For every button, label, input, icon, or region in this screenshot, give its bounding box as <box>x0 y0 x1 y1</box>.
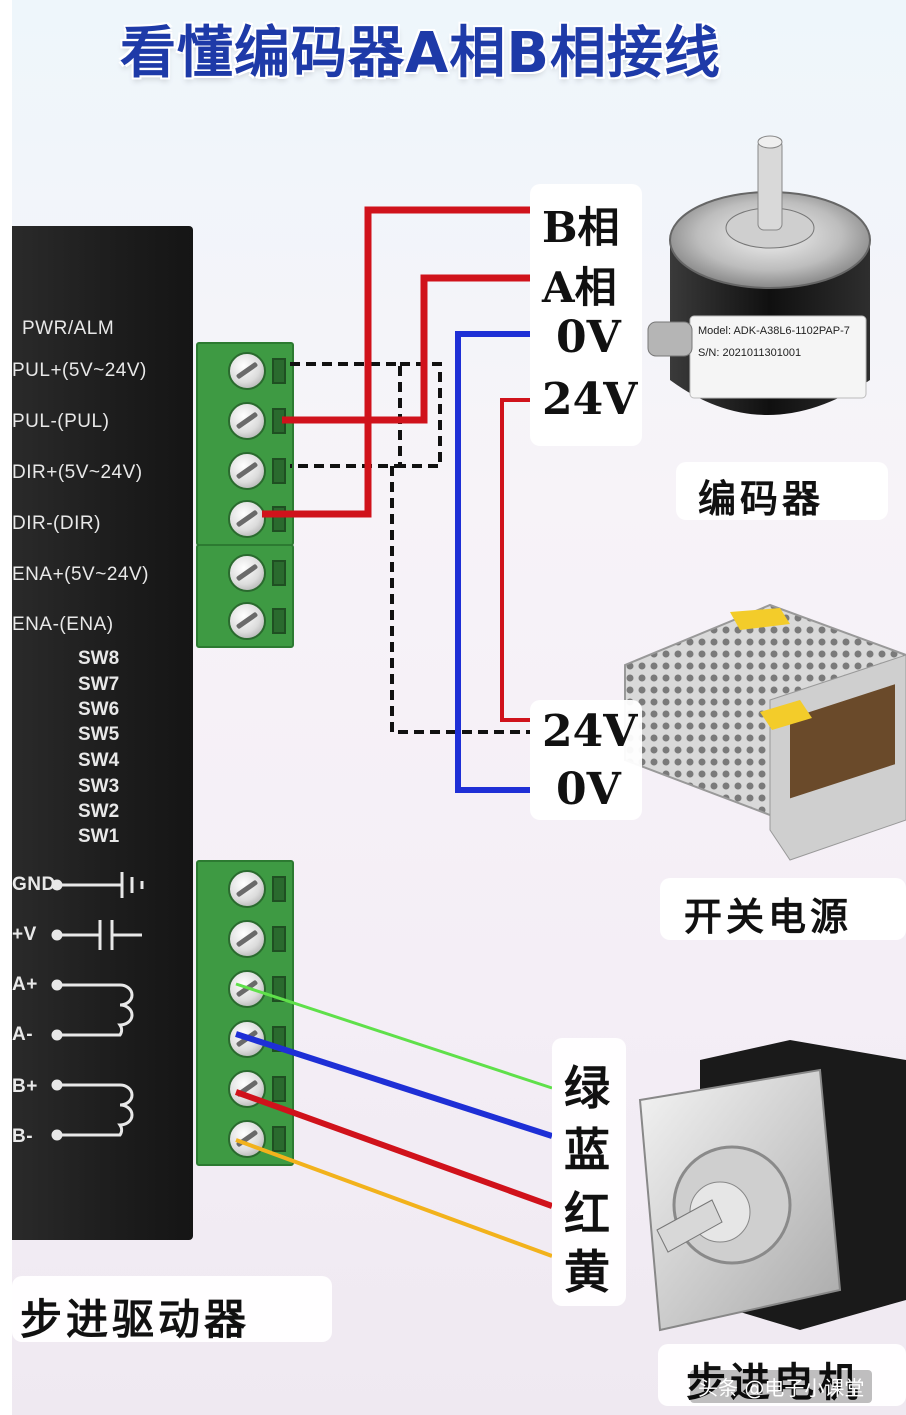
terminal-slot <box>272 358 286 384</box>
screw-icon <box>228 554 266 592</box>
terminal-slot <box>272 560 286 586</box>
terminal-slot <box>272 458 286 484</box>
encoder-serial-text: S/N: 2021011301001 <box>698 347 801 359</box>
label-a-plus: A+ <box>12 974 38 995</box>
driver-caption-box: 步进驱动器 <box>12 1276 332 1344</box>
motor-caption-box: 步进电机 <box>658 1344 906 1406</box>
terminal-slot <box>272 926 286 952</box>
screw-icon <box>228 870 266 908</box>
label-b-minus: B- <box>12 1126 34 1147</box>
motor-wire-yellow: 黄 <box>564 1245 614 1299</box>
power-supply-caption: 开关电源 <box>684 895 853 939</box>
wire-green <box>235 982 553 1090</box>
motor-wire-box: 绿 蓝 红 黄 <box>552 1038 626 1306</box>
label-plus-v: +V <box>12 924 37 945</box>
label-dir-minus: DIR-(DIR) <box>12 513 101 534</box>
left-frame-edge <box>0 0 12 1415</box>
screw-icon <box>228 920 266 958</box>
wire-yellow <box>235 1138 553 1258</box>
wire-red-b-phase <box>262 206 530 518</box>
encoder-model-text: Model: ADK-A38L6-1102PAP-7 <box>698 325 850 337</box>
screw-icon <box>228 500 266 538</box>
encoder-pin-box: B相 A相 0V 24V <box>530 184 642 446</box>
screw-icon <box>228 402 266 440</box>
watermark: 头条 @电子小课堂 <box>690 1370 873 1403</box>
label-pul-plus: PUL+(5V~24V) <box>12 360 147 381</box>
label-dir-plus: DIR+(5V~24V) <box>12 462 143 483</box>
encoder-pin-24v: 24V <box>542 374 638 425</box>
wire-blue-0v <box>455 331 530 793</box>
encoder-pin-a-phase: A相 <box>542 263 617 312</box>
terminal-slot <box>272 876 286 902</box>
label-a-minus: A- <box>12 1024 34 1045</box>
power-pin-0v: 0V <box>556 764 621 815</box>
label-pul-minus: PUL-(PUL) <box>12 411 110 432</box>
terminal-slot <box>272 1126 286 1152</box>
wire-red <box>234 1089 554 1209</box>
coil-a-icon <box>61 983 134 1037</box>
power-pin-box: 24V 0V <box>530 700 642 820</box>
switch-label: SW1 <box>78 826 120 847</box>
coil-b-icon <box>61 1083 134 1137</box>
switch-label: SW2 <box>78 801 120 822</box>
encoder-pin-b-phase: B相 <box>542 203 620 252</box>
switch-label: SW6 <box>78 699 120 720</box>
screw-icon <box>228 602 266 640</box>
driver-caption: 步进驱动器 <box>20 1295 251 1344</box>
label-gnd: GND <box>12 874 56 895</box>
wire-blue <box>235 1031 553 1139</box>
wire-red-a-phase <box>282 274 530 424</box>
wire-red-24v <box>500 398 530 722</box>
motor-wire-blue: 蓝 <box>564 1123 614 1177</box>
switch-label: SW4 <box>78 750 120 771</box>
label-b-plus: B+ <box>12 1076 38 1097</box>
encoder-caption-box: 编码器 <box>676 462 888 521</box>
terminal-slot <box>272 608 286 634</box>
stepper-driver: PWR/ALM PUL+(5V~24V) PUL-(PUL) DIR+(5V~2… <box>12 226 193 1240</box>
page-title: 看懂编码器A相B相接线 <box>120 21 722 86</box>
switch-label: SW3 <box>78 776 120 797</box>
power-caption-box: 开关电源 <box>660 878 906 940</box>
screw-icon <box>228 352 266 390</box>
motor-wire-green: 绿 <box>564 1061 614 1115</box>
label-ena-plus: ENA+(5V~24V) <box>12 564 149 585</box>
motor-caption: 步进电机 <box>686 1360 862 1406</box>
screw-icon <box>228 452 266 490</box>
screw-icon <box>228 1120 266 1158</box>
encoder-pin-0v: 0V <box>556 312 621 363</box>
switch-label: SW7 <box>78 674 120 695</box>
wire-black-dashed <box>290 362 402 468</box>
power-pin-24v: 24V <box>542 706 638 757</box>
switch-label: SW8 <box>78 648 120 669</box>
encoder-caption: 编码器 <box>698 477 825 521</box>
label-pwr-alm: PWR/ALM <box>22 318 115 339</box>
motor-wire-red: 红 <box>564 1187 614 1241</box>
terminal-block-motor <box>196 860 294 1166</box>
terminal-block-enable <box>196 544 294 648</box>
terminal-slot <box>272 1076 286 1102</box>
switch-label: SW5 <box>78 724 120 745</box>
label-ena-minus: ENA-(ENA) <box>12 614 114 635</box>
